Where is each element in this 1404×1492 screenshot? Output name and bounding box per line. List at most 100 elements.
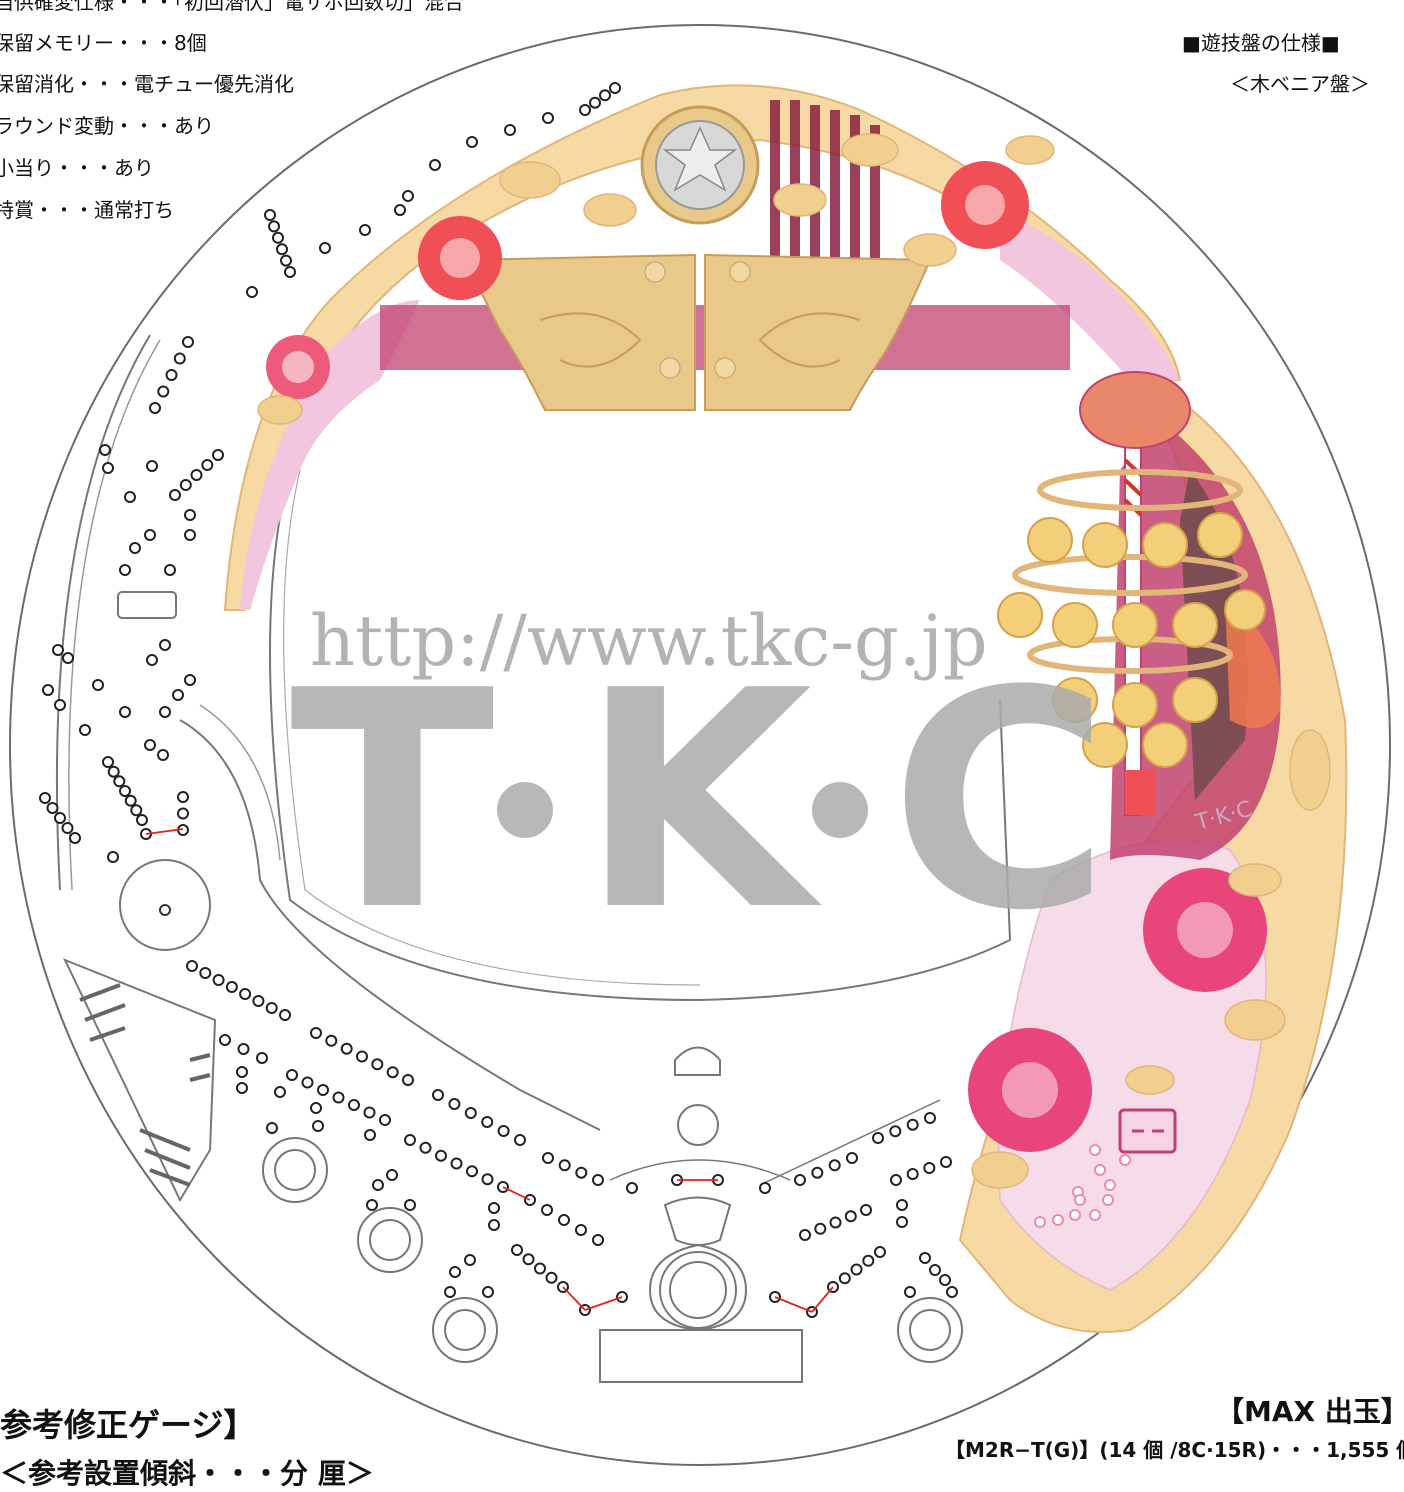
- nail-pin: [599, 89, 611, 102]
- watermark-dot-1: [497, 782, 553, 838]
- nail-pin: [558, 1214, 570, 1226]
- nail-pin: [199, 967, 212, 979]
- nail-pin: [534, 1262, 546, 1275]
- nail-pin: [219, 1034, 231, 1046]
- center-window-frame: [269, 469, 1012, 1002]
- nail-pin: [107, 765, 120, 778]
- nail-pin: [102, 756, 114, 768]
- lower-arc-rail: [609, 1159, 791, 1181]
- nail-pin: [432, 1089, 444, 1101]
- nail-pin: [450, 1157, 463, 1170]
- nail-pin: [177, 807, 189, 820]
- spec-line-5: 小当り・・・あり: [0, 156, 154, 180]
- nail-pin: [169, 489, 181, 501]
- nail-pin: [130, 804, 143, 817]
- nail-pin: [592, 1174, 604, 1186]
- red-wires: [145, 828, 834, 1313]
- nail-pin: [924, 1112, 936, 1124]
- nail-pin: [575, 1166, 588, 1179]
- nail-pin: [890, 1174, 902, 1186]
- pockets: [262, 1104, 963, 1363]
- nail-pin: [589, 96, 601, 109]
- nail-pin: [340, 1042, 353, 1055]
- nail-pin: [165, 369, 178, 381]
- nail-pin: [265, 1002, 278, 1014]
- nail-pin: [444, 1286, 456, 1298]
- nail-pin: [466, 136, 478, 148]
- spec-line-4: ラウンド変動・・・あり: [0, 114, 214, 138]
- nail-pin: [317, 1084, 329, 1096]
- nail-pin: [184, 674, 196, 686]
- nail-pin: [69, 832, 81, 844]
- nail-pin: [92, 679, 104, 691]
- nail-pin: [54, 812, 66, 824]
- nail-pin: [236, 1066, 248, 1078]
- nail-pin: [371, 1058, 384, 1071]
- nail-pin: [363, 1106, 376, 1119]
- nail-pin: [146, 460, 158, 472]
- nail-pin: [838, 1272, 851, 1285]
- left-rail: [55, 334, 151, 891]
- nail-pin: [575, 1224, 587, 1236]
- nail-pin: [904, 1286, 916, 1298]
- door-right: [704, 253, 932, 411]
- nail-pin: [279, 1009, 291, 1021]
- nail-pin: [164, 564, 176, 576]
- board-spec-title: ■遊技盤の仕様■: [1182, 31, 1340, 55]
- pink-dots: [1034, 1144, 1131, 1228]
- nail-pin: [448, 1098, 461, 1110]
- nail-pin: [184, 529, 196, 541]
- nail-pin: [844, 1210, 857, 1223]
- nail-pin: [124, 491, 136, 503]
- nail-pin: [946, 1286, 958, 1298]
- nail-pin: [256, 1052, 268, 1064]
- nail-pin: [889, 1125, 902, 1138]
- nail-pin: [364, 1129, 376, 1141]
- nail-pin: [272, 231, 284, 244]
- board-outline: [9, 24, 1391, 1466]
- nail-pin: [464, 1254, 476, 1266]
- nail-pin: [159, 706, 171, 718]
- nail-pin: [149, 402, 161, 414]
- nail-pin: [860, 1204, 872, 1216]
- spec-line-3: 保留消化・・・電チュー優先消化: [0, 72, 294, 96]
- gauge-title: 参考修正ゲージ】: [0, 1406, 256, 1444]
- nail-pin: [42, 684, 54, 696]
- nail-pin: [366, 1199, 378, 1211]
- top-arch-pink-right: [1000, 210, 1180, 380]
- nail-pin: [179, 479, 192, 491]
- door-stud-2: [729, 261, 751, 283]
- nail-pin: [872, 1132, 884, 1144]
- nail-pin: [107, 851, 119, 863]
- nail-pin: [310, 1102, 322, 1114]
- watermark-url: http://www.tkc-g.jp: [310, 600, 988, 682]
- nail-pin: [846, 1152, 858, 1164]
- nail-pin: [252, 995, 265, 1007]
- nail-pin: [482, 1286, 494, 1298]
- center-attacker: [648, 1046, 748, 1332]
- nail-pin: [522, 1253, 535, 1266]
- outlane-bars: [79, 983, 211, 1187]
- nail-pin: [511, 1244, 523, 1256]
- outlane-left: [62, 958, 217, 1203]
- nail-pin: [62, 652, 74, 664]
- nail-pin: [284, 266, 296, 278]
- nail-pin: [542, 1152, 554, 1164]
- nail-pin: [874, 1246, 886, 1258]
- gauge-subtitle: ＜参考設置傾斜・・・分 厘＞: [0, 1457, 374, 1490]
- nail-pin: [184, 509, 196, 521]
- nail-pin: [449, 1266, 461, 1278]
- nail-pin: [929, 1264, 941, 1276]
- nail-pin: [497, 1125, 510, 1137]
- nail-pin: [144, 739, 156, 751]
- nail-pin: [113, 775, 126, 788]
- nail-pin: [301, 1076, 314, 1089]
- bell-ring-1: [1037, 469, 1243, 511]
- center-window-inner: [283, 469, 701, 986]
- watermark-letter-c: C: [890, 627, 1110, 976]
- nail-pin: [172, 689, 184, 701]
- nail-pin: [319, 242, 331, 254]
- right-frame-glow: [1225, 600, 1281, 728]
- board-spec-subtitle: ＜木ベニア盤＞: [1230, 72, 1370, 96]
